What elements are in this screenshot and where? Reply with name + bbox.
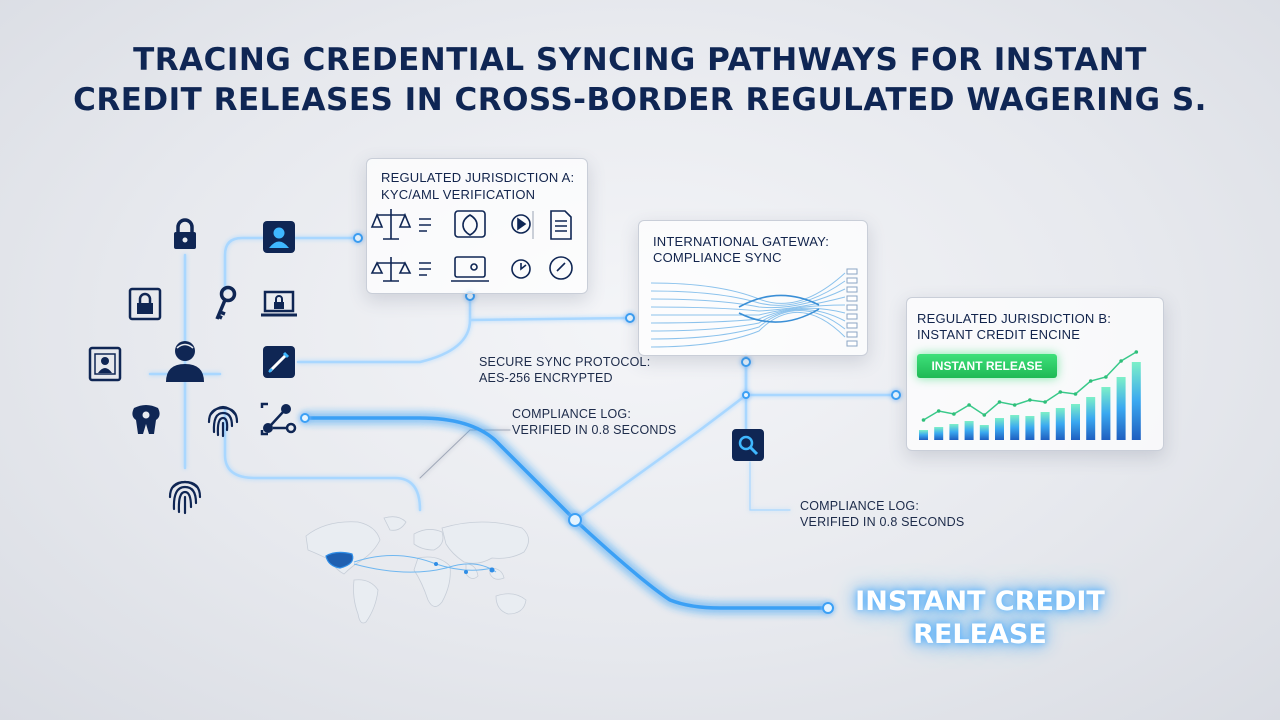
jurisdiction-a-icons [370, 209, 573, 282]
final-line-2: RELEASE [913, 619, 1047, 650]
trend-point-15 [1134, 350, 1139, 354]
lock-card-icon [128, 287, 162, 321]
trend-point-5 [982, 413, 987, 417]
credit-bar-chart [919, 350, 1141, 440]
trend-point-7 [1012, 403, 1017, 407]
bar-11 [1071, 404, 1080, 440]
bar-6 [995, 418, 1004, 440]
list-icon [419, 218, 431, 232]
compliance-log-1-detail: VERIFIED IN 0.8 SECONDS [512, 423, 677, 437]
user-icon[interactable] [262, 220, 296, 254]
tooth-icon [132, 405, 160, 434]
bar-9 [1040, 412, 1050, 440]
gateway-subtitle: COMPLIANCE SYNC [653, 250, 782, 265]
trend-point-13 [1104, 375, 1108, 379]
search-shield-icon [549, 256, 573, 280]
edit-icon[interactable] [262, 345, 296, 379]
search-icon[interactable] [731, 428, 765, 462]
shield-seal-icon [454, 210, 486, 238]
instant-release-button[interactable]: INSTANT RELEASE [917, 354, 1057, 378]
trend-point-9 [1043, 400, 1047, 404]
bar-13 [1101, 387, 1111, 440]
bar-7 [1010, 415, 1020, 440]
bar-2 [934, 427, 944, 440]
lock-icon [174, 218, 196, 249]
network-icon [260, 402, 297, 436]
title-line-2: CREDIT RELEASES IN CROSS-BORDER REGULATE… [73, 82, 1207, 118]
jurisdiction-a-subtitle: KYC/AML VERIFICATION [381, 187, 536, 202]
trend-point-8 [1028, 398, 1032, 402]
trend-point-14 [1119, 359, 1123, 363]
play-icon [511, 214, 531, 234]
trend-point-4 [967, 403, 971, 407]
protocol-label-1: SECURE SYNC PROTOCOL: [479, 355, 651, 369]
trend-point-11 [1073, 392, 1078, 396]
trend-point-2 [936, 409, 941, 413]
jurisdiction-a-title: REGULATED JURISDICTION A: [381, 170, 575, 185]
gateway-panel: INTERNATIONAL GATEWAY: COMPLIANCE SYNC [638, 220, 868, 356]
bar-5 [979, 425, 989, 440]
jurisdiction-b-panel: REGULATED JURISDICTION B: INSTANT CREDIT… [906, 297, 1164, 451]
bar-10 [1055, 408, 1065, 440]
jurisdiction-a-panel: REGULATED JURISDICTION A: KYC/AML VERIFI… [366, 158, 588, 294]
id-card-icon [88, 346, 122, 382]
list-icon [419, 262, 431, 276]
bar-8 [1025, 416, 1035, 440]
trend-point-3 [952, 412, 956, 416]
protocol-label-2: AES-256 ENCRYPTED [479, 371, 613, 385]
bar-14 [1116, 377, 1126, 440]
world-map-icon [305, 516, 529, 624]
compliance-log-2-title: COMPLIANCE LOG: [800, 499, 919, 513]
trend-point-6 [997, 400, 1002, 404]
jurisdiction-b-subtitle: INSTANT CREDIT ENCINE [917, 327, 1081, 342]
scales-icon [370, 209, 412, 240]
sync-flow-graphic [650, 268, 858, 348]
bar-12 [1086, 397, 1096, 440]
trend-point-12 [1088, 379, 1093, 383]
fingerprint-large-icon [168, 480, 202, 515]
document-icon [550, 210, 572, 240]
person-icon [166, 341, 204, 382]
scales-icon [370, 257, 412, 282]
trend-point-1 [921, 418, 926, 422]
compliance-log-1-title: COMPLIANCE LOG: [512, 407, 631, 421]
bar-4 [964, 421, 974, 440]
page-title: TRACING CREDENTIAL SYNCING PATHWAYS FOR … [0, 40, 1280, 120]
clock-icon [511, 259, 531, 279]
fingerprint-icon [207, 405, 239, 438]
bar-3 [949, 424, 959, 440]
final-line-1: INSTANT CREDIT [855, 586, 1105, 617]
gateway-title: INTERNATIONAL GATEWAY: [653, 234, 830, 249]
jurisdiction-b-title: REGULATED JURISDICTION B: [917, 311, 1112, 326]
trend-point-10 [1058, 390, 1063, 394]
laptop-lock-icon [261, 290, 297, 317]
compliance-log-2-detail: VERIFIED IN 0.8 SECONDS [800, 515, 965, 529]
laptop-icon [451, 256, 489, 282]
title-line-1: TRACING CREDENTIAL SYNCING PATHWAYS FOR … [133, 42, 1147, 78]
bar-1 [919, 430, 928, 440]
bar-15 [1131, 362, 1141, 440]
instant-credit-release-label: INSTANT CREDIT RELEASE [830, 585, 1130, 651]
key-icon [215, 285, 237, 320]
